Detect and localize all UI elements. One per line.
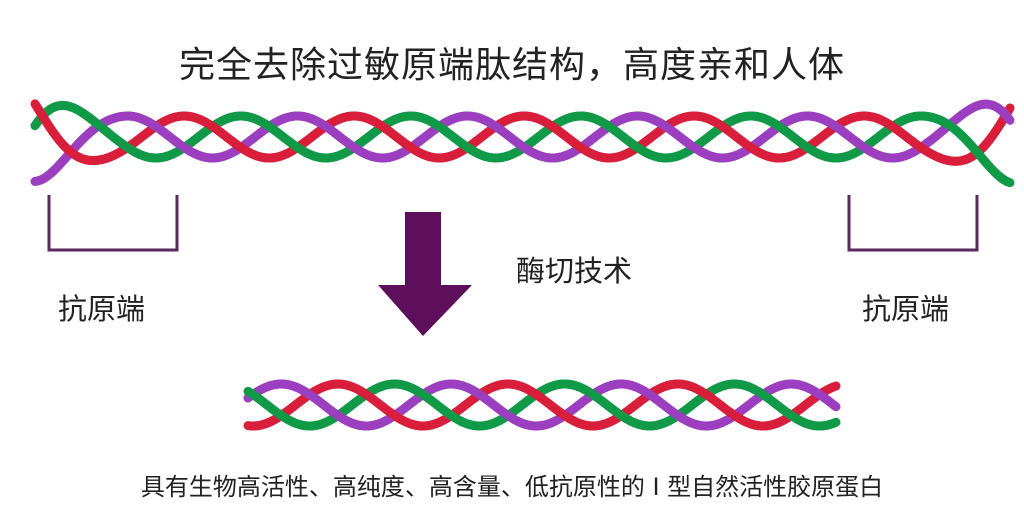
helix-strand-segment xyxy=(486,398,499,410)
helix-strand-segment xyxy=(771,399,784,411)
helix-strand-segment xyxy=(375,400,388,412)
helix-strand-segment xyxy=(543,398,556,410)
right-antigen-end-label: 抗原端 xyxy=(862,292,950,326)
helix-strand-segment xyxy=(600,398,613,411)
helix-strand-segment xyxy=(447,131,460,143)
helix-strand-segment xyxy=(957,131,970,144)
helix-strand-segment xyxy=(333,130,346,143)
helix-strand-segment xyxy=(900,131,913,143)
helix-strand-segment xyxy=(657,399,670,411)
result-caption: 具有生物高活性、高纯度、高含量、低抗原性的 I 型自然活性胶原蛋白 xyxy=(140,473,884,501)
helix-strand-segment xyxy=(828,381,841,392)
diagram-title: 完全去除过敏原端肽结构，高度亲和人体 xyxy=(178,45,845,86)
helix-strand-segment xyxy=(714,399,727,411)
helix-strand-segment xyxy=(219,130,232,142)
cleaved-collagen-triple-helix xyxy=(243,379,841,431)
helix-strand-segment xyxy=(843,130,856,143)
helix-strand-segment xyxy=(165,132,178,144)
helix-strand-segment xyxy=(261,399,274,411)
down-arrow-icon xyxy=(378,212,472,336)
helix-strand-segment xyxy=(786,130,799,143)
helix-strand-segment xyxy=(675,132,688,144)
helix-strand-segment xyxy=(276,130,289,143)
left-antigen-end-bracket xyxy=(47,195,179,252)
helix-strand-segment xyxy=(729,130,742,142)
helix-strand-segment xyxy=(108,132,121,144)
helix-strand-segment xyxy=(390,131,403,143)
helix-strand-segment xyxy=(318,399,331,412)
enzyme-cleavage-label: 酶切技术 xyxy=(516,254,633,288)
helix-strand-segment xyxy=(618,132,631,144)
helix-strand-segment xyxy=(51,131,64,145)
right-antigen-end-bracket xyxy=(847,195,979,252)
helix-strand-segment xyxy=(30,176,43,186)
helix-strand-segment xyxy=(561,131,574,144)
left-antigen-end-label: 抗原端 xyxy=(58,292,146,326)
helix-strand-segment xyxy=(504,131,517,144)
helix-strand-segment xyxy=(1002,111,1015,125)
helix-strand-segment xyxy=(828,399,841,412)
helix-strand-segment xyxy=(432,400,445,412)
full-collagen-triple-helix xyxy=(30,99,1015,188)
